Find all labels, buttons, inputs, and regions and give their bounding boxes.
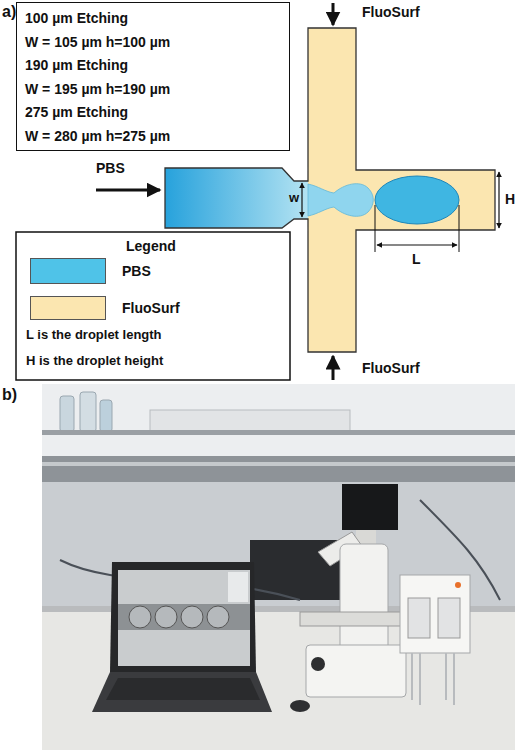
syringe-pump [400, 575, 470, 653]
legend-swatch [30, 258, 106, 284]
microscope-body [340, 544, 388, 654]
dimension-label: H [505, 191, 515, 207]
shelf-strip [42, 462, 515, 466]
spec-box: 100 µm EtchingW = 105 µm h=100 µm190 µm … [16, 2, 290, 151]
pbs-neck [308, 184, 373, 217]
bottle [100, 400, 112, 432]
flow-label: FluoSurf [362, 4, 420, 20]
camera-mount [356, 530, 376, 546]
pump-channel [408, 598, 430, 638]
laptop-lid [110, 562, 256, 672]
bench-edge [42, 606, 515, 612]
etching-spec: W = 105 µm h=100 µm [25, 31, 281, 55]
legend-text: FluoSurf [122, 300, 180, 316]
stage [300, 612, 410, 626]
flow-label: PBS [96, 160, 125, 176]
dimension-label: w [289, 191, 299, 206]
etching-spec: 190 µm Etching [25, 54, 281, 78]
flow-arrow [332, 3, 335, 25]
legend-frame [16, 232, 290, 380]
pbs-inlet [165, 168, 308, 228]
flow-arrow [96, 189, 160, 192]
flow-label: FluoSurf [362, 360, 420, 376]
bench-top [42, 610, 515, 750]
laptop-keyboard [92, 672, 272, 712]
flow-arrow [332, 356, 335, 380]
dimension-arrow [377, 244, 457, 245]
mouse [290, 700, 310, 712]
droplet [375, 176, 459, 224]
screen-droplet [155, 606, 177, 628]
screen-droplet [129, 606, 151, 628]
background-monitor [250, 540, 345, 600]
legend-text: PBS [122, 263, 151, 279]
shelf-beam [42, 456, 515, 482]
shelf-items [150, 410, 350, 432]
screen-droplet [207, 606, 229, 628]
screen-channel [118, 604, 250, 630]
panel-label: a) [2, 3, 16, 21]
photo-background [42, 384, 515, 750]
microscope-base [306, 645, 406, 697]
tubing [412, 653, 454, 705]
legend-note: L is the droplet length [26, 328, 162, 343]
bottle [80, 392, 96, 432]
focus-knob [311, 657, 325, 671]
dimension-label: L [412, 251, 421, 267]
legend-swatch [30, 296, 106, 320]
dimension-arrow [301, 183, 302, 217]
cables [60, 500, 500, 600]
dimension-arrow [498, 172, 499, 228]
dimension-tick [459, 205, 460, 252]
lower-wall [42, 482, 515, 612]
etching-spec: 100 µm Etching [25, 7, 281, 31]
etching-spec: 275 µm Etching [25, 101, 281, 125]
panel-label: b) [2, 386, 17, 404]
pump-channel [438, 598, 460, 638]
keys [106, 678, 260, 700]
etching-spec: W = 195 µm h=190 µm [25, 78, 281, 102]
legend-note: H is the droplet height [26, 354, 163, 369]
pump-light [455, 582, 461, 588]
eyepiece [318, 532, 362, 566]
laptop-screen [118, 570, 250, 666]
dimension-tick [375, 205, 376, 252]
legend-title: Legend [126, 238, 176, 254]
bottle [60, 396, 74, 432]
etching-spec: W = 280 µm h=275 µm [25, 125, 281, 149]
screen-panel [228, 572, 248, 602]
screen-droplet [181, 606, 203, 628]
upper-wall [42, 384, 515, 456]
shelf-rail [42, 430, 515, 435]
camera [342, 484, 398, 530]
